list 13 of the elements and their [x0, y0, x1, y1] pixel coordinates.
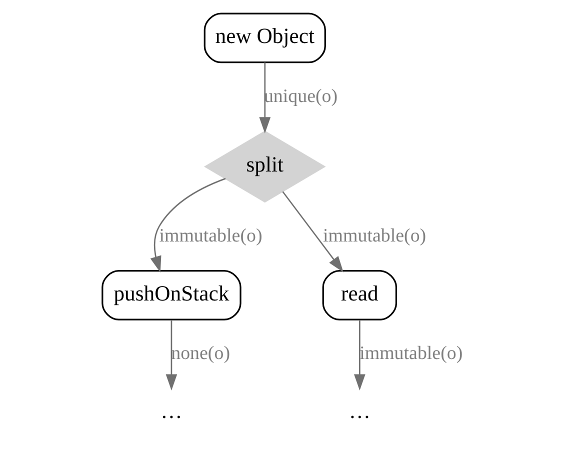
arrow: [166, 320, 178, 390]
edge-label: immutable(o): [159, 225, 262, 246]
arrow: [150, 178, 226, 272]
node-box: read: [322, 270, 398, 320]
arrow: [354, 320, 366, 390]
node-text: …: [160, 399, 182, 424]
arrow: [259, 62, 271, 134]
edge-label: immutable(o): [323, 225, 426, 246]
node-box: new Object: [204, 12, 326, 64]
node-diamond: split: [204, 130, 326, 203]
arrow: [282, 191, 344, 272]
node-box: pushOnStack: [102, 270, 242, 320]
node-text: …: [348, 399, 371, 424]
